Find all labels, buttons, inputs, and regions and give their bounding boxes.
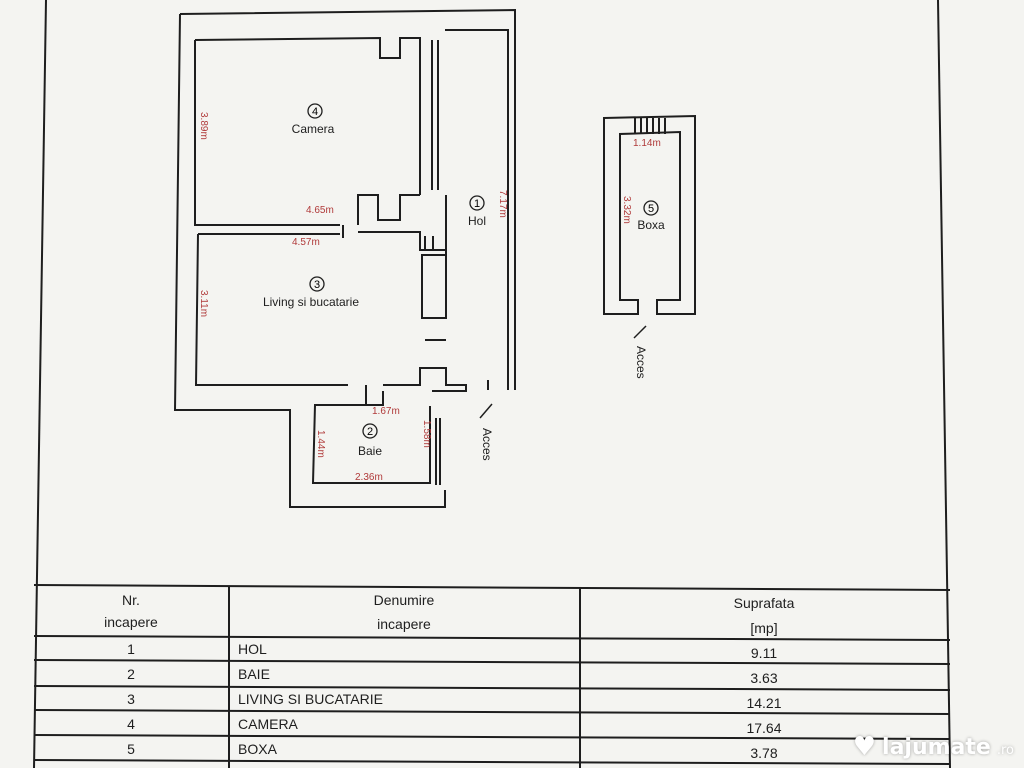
boxa-height-dimension: 3.32m: [621, 196, 632, 224]
baie-top-dimension: 1.67m: [372, 406, 400, 417]
camera-height-dimension: 3.89m: [198, 112, 209, 140]
row-number: 5: [127, 741, 135, 757]
boxa-access-label: Acces: [634, 346, 648, 379]
baie-number: 2: [367, 426, 373, 438]
camera-number: 4: [312, 106, 318, 118]
row-area: 17.64: [746, 720, 781, 736]
hol-length-dimension: 7.17m: [497, 190, 508, 218]
boxa-name: Boxa: [637, 218, 665, 232]
row-area: 9.11: [751, 645, 777, 661]
header-area-line2: [mp]: [750, 620, 777, 636]
row-room-name: BOXA: [238, 741, 278, 757]
row-area: 14.21: [746, 695, 781, 711]
row-number: 2: [127, 666, 135, 682]
boxa-width-dimension: 1.14m: [633, 138, 661, 149]
row-room-name: CAMERA: [238, 716, 299, 732]
row-room-name: BAIE: [238, 666, 270, 682]
hol-name: Hol: [468, 214, 486, 228]
boxa-walls: [603, 114, 696, 315]
boxa-number: 5: [648, 203, 654, 215]
row-number: 3: [127, 691, 135, 707]
baie-right-dimension: 1.58m: [421, 420, 432, 448]
row-area: 3.78: [750, 745, 777, 761]
camera-width-dimension: 4.65m: [306, 205, 334, 216]
header-area-line1: Suprafata: [734, 595, 795, 611]
row-area: 3.63: [750, 670, 777, 686]
baie-name: Baie: [358, 444, 382, 458]
watermark-brand: lajumate: [882, 734, 991, 760]
baie-width-dimension: 2.36m: [355, 472, 383, 483]
baie-left-dimension: 1.44m: [315, 430, 326, 458]
access-arrow-icon: [479, 325, 647, 419]
header-name-line2: incapere: [377, 616, 431, 632]
living-name: Living si bucatarie: [263, 295, 359, 309]
row-number: 1: [127, 641, 135, 657]
room-table: [33, 584, 951, 768]
access-label: Acces: [480, 428, 494, 461]
apartment-walls: [173, 8, 516, 508]
header-name-line1: Denumire: [374, 592, 435, 608]
row-room-name: HOL: [238, 641, 267, 657]
watermark-tld: .ro: [996, 742, 1014, 758]
living-height-dimension: 3.11m: [198, 290, 209, 317]
living-number: 3: [314, 279, 320, 291]
hol-number: 1: [474, 198, 480, 210]
room-markers: [307, 103, 659, 439]
heart-logo-icon: ♥: [852, 732, 877, 762]
header-nr-line1: Nr.: [122, 592, 140, 608]
camera-name: Camera: [292, 122, 335, 136]
living-width-dimension: 4.57m: [292, 237, 320, 248]
header-nr-line2: incapere: [104, 614, 158, 630]
row-room-name: LIVING SI BUCATARIE: [238, 691, 383, 707]
row-number: 4: [127, 716, 135, 732]
page-border: [33, 0, 951, 768]
lajumate-watermark: ♥ lajumate .ro: [853, 732, 1014, 762]
